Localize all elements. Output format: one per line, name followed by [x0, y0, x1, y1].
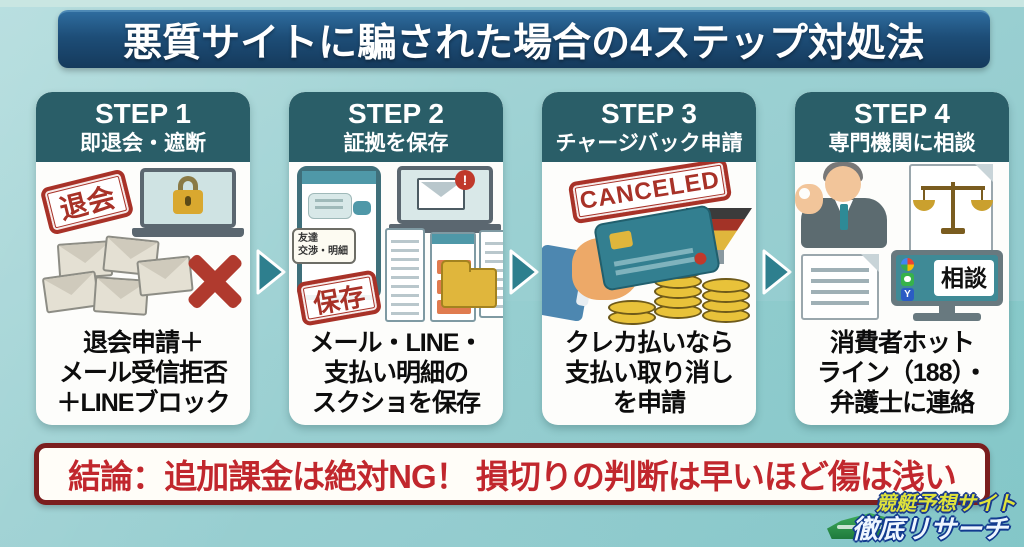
mail-icon	[417, 178, 465, 210]
caption-line: ライン（188）・	[816, 359, 988, 387]
caption-line: 弁護士に連絡	[829, 389, 975, 417]
chat-bubble	[308, 193, 352, 219]
scales-document-icon	[909, 164, 993, 256]
laptop-base	[132, 228, 244, 237]
step1-subtitle: 即退会・遮断	[80, 131, 206, 155]
step3-illustration: CANCELED	[542, 162, 756, 326]
caption-line: ＋LINEブロック	[56, 389, 231, 417]
step1-label: STEP 1	[95, 97, 191, 129]
screenshot-panel	[385, 228, 425, 322]
step2-header: STEP 2 証拠を保存	[289, 92, 503, 162]
envelope-icon	[41, 270, 101, 314]
conclusion-text: 結論：追加課金は絶対NG！ 損切りの判断は早いほど傷は浅い	[68, 458, 957, 495]
step4-caption: 消費者ホット ライン（188）・ 弁護士に連絡	[795, 328, 1009, 418]
card-chip	[608, 230, 634, 250]
folder-icon	[441, 260, 497, 308]
step4-card: STEP 4 専門機関に相談	[795, 92, 1009, 425]
monitor-icon: Y 相談	[891, 250, 1003, 306]
caption-line: 支払い明細の	[323, 359, 469, 387]
withdraw-stamp: 退会	[39, 168, 135, 236]
caption-line: メール・LINE・	[309, 329, 484, 357]
step3-header: STEP 3 チャージバック申請	[542, 92, 756, 162]
coin-icon	[608, 300, 656, 315]
step1-card: STEP 1 即退会・遮断 退会 退会申請＋ メール受信拒否 ＋LINEブロック	[36, 92, 250, 425]
step3-subtitle: チャージバック申請	[555, 131, 743, 155]
yahoo-icon: Y	[901, 288, 914, 301]
logo-line2: 徹底リサーチ	[851, 514, 1008, 544]
top-strip	[0, 0, 1024, 7]
step2-subtitle: 証拠を保存	[343, 131, 449, 155]
step1-illustration: 退会	[36, 162, 250, 326]
step2-card: STEP 2 証拠を保存 友達 交渉・明細 !	[289, 92, 503, 425]
coin-icon	[702, 278, 750, 293]
step4-subtitle: 専門機関に相談	[828, 131, 976, 155]
arrow-right-icon	[762, 249, 792, 295]
caption-line: 支払い取り消し	[564, 359, 734, 387]
step1-header: STEP 1 即退会・遮断	[36, 92, 250, 162]
laptop-base	[389, 224, 501, 233]
arrow-right-icon	[256, 249, 286, 295]
laptop-icon	[140, 168, 236, 228]
step1-caption: 退会申請＋ メール受信拒否 ＋LINEブロック	[36, 328, 250, 418]
x-mark-icon	[184, 250, 246, 312]
caption-line: を申請	[612, 389, 686, 417]
page-title: 悪質サイトに騙された場合の4ステップ対処法	[123, 22, 925, 65]
caption-line: スクショを保存	[311, 389, 481, 417]
step2-illustration: 友達 交渉・明細 ! 保存	[289, 162, 503, 326]
site-logo: 競艇予想サイト 徹底リサーチ	[827, 487, 1022, 547]
caption-line: クレカ払いなら	[564, 329, 734, 357]
chat-bubble	[353, 201, 371, 215]
conclusion-box: 結論：追加課金は絶対NG！ 損切りの判断は早いほど傷は浅い	[34, 443, 990, 505]
arrow-right-icon	[509, 249, 539, 295]
logo-line1: 競艇予想サイト	[876, 493, 1016, 515]
service-icons: Y	[901, 258, 914, 301]
ok-hand-icon	[795, 184, 823, 214]
step4-header: STEP 4 専門機関に相談	[795, 92, 1009, 162]
consult-label: 相談	[934, 260, 994, 296]
alert-badge: !	[455, 170, 475, 190]
step3-caption: クレカ払いなら 支払い取り消し を申請	[542, 328, 756, 418]
caption-line: 退会申請＋	[82, 329, 204, 357]
caption-line: 消費者ホット	[829, 329, 975, 357]
step4-label: STEP 4	[854, 97, 950, 129]
step3-card: STEP 3 チャージバック申請 CANCELED	[542, 92, 756, 425]
line-icon	[901, 273, 914, 286]
chat-note: 友達 交渉・明細	[292, 228, 356, 264]
title-banner: 悪質サイトに騙された場合の4ステップ対処法	[58, 10, 990, 68]
lock-icon	[173, 176, 203, 220]
document-icon	[801, 254, 879, 320]
google-icon	[901, 258, 914, 271]
step2-caption: メール・LINE・ 支払い明細の スクショを保存	[289, 328, 503, 418]
step2-label: STEP 2	[348, 97, 444, 129]
step3-label: STEP 3	[601, 97, 697, 129]
phone-header-bar	[302, 171, 376, 184]
step4-illustration: Y 相談	[795, 162, 1009, 326]
caption-line: メール受信拒否	[58, 359, 228, 387]
